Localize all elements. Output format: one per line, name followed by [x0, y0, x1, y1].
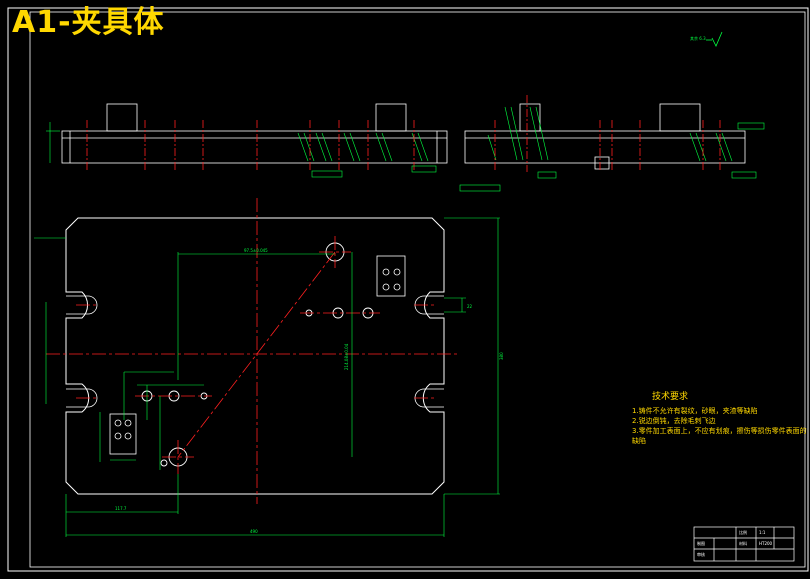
side-view-right: [464, 103, 746, 170]
sheet-frame: [7, 7, 809, 572]
drawing-title: A1-夹具体: [12, 5, 165, 40]
dim-bottom-offset: 117.7: [115, 506, 127, 511]
u-slot-left-bottom: [66, 388, 98, 408]
title-block-label-review: 审核: [697, 552, 705, 557]
locating-block-bottom: [109, 413, 137, 455]
side-view-right-centerlines: [494, 95, 721, 172]
title-block-label-scale: 比例: [739, 530, 747, 535]
tech-note-1: 1.铸件不允许有裂纹，砂眼，夹渣等缺陷: [632, 407, 758, 415]
plan-dimensions: [34, 217, 500, 537]
tech-note-2: 2.锐边倒钝，去除毛刺飞边: [632, 417, 716, 425]
title-block-material-value: HT200: [759, 541, 773, 546]
title-block-label-drawn: 制图: [697, 541, 705, 546]
dim-hole-spacing-v: 214.08±0.04: [344, 343, 349, 370]
inner-frame: [29, 11, 806, 568]
dim-slot-width: 22: [467, 304, 473, 309]
side-view-left-centerlines: [86, 120, 415, 172]
dim-hole-spacing-h: 97.5±0.045: [244, 248, 268, 253]
surface-finish-symbol: [706, 31, 723, 47]
title-block-label-material: 材料: [739, 541, 747, 546]
u-slot-left-top: [66, 295, 98, 315]
title-block-scale-value: 1:1: [759, 530, 766, 535]
plan-centerlines: [46, 198, 460, 504]
dim-overall-width: 490: [250, 529, 258, 534]
side-view-left-hatch: [297, 132, 429, 162]
tech-note-3: 3.零件加工表面上，不应有划痕，擦伤等损伤零件表面的缺陷: [632, 427, 807, 445]
base-plate-outline: [65, 217, 445, 495]
tech-notes-heading: 技术要求: [652, 392, 689, 402]
dim-overall-height: 380: [499, 352, 504, 360]
surface-finish-label: 其余 6.3: [690, 36, 706, 41]
side-view-left: [61, 103, 448, 164]
locating-block-top: [376, 255, 406, 297]
side-view-right-dims: [459, 122, 765, 192]
dimension-labels: 97.5±0.045 214.08±0.04 490 380 117.7 22: [115, 248, 504, 534]
side-view-left-dims: [46, 122, 437, 178]
holes: [141, 242, 374, 467]
side-view-right-hatch: [487, 106, 733, 162]
technical-notes: 技术要求 1.铸件不允许有裂纹，砂眼，夹渣等缺陷 2.锐边倒钝，去除毛刺飞边 3…: [632, 392, 810, 446]
title-block: [693, 526, 795, 562]
